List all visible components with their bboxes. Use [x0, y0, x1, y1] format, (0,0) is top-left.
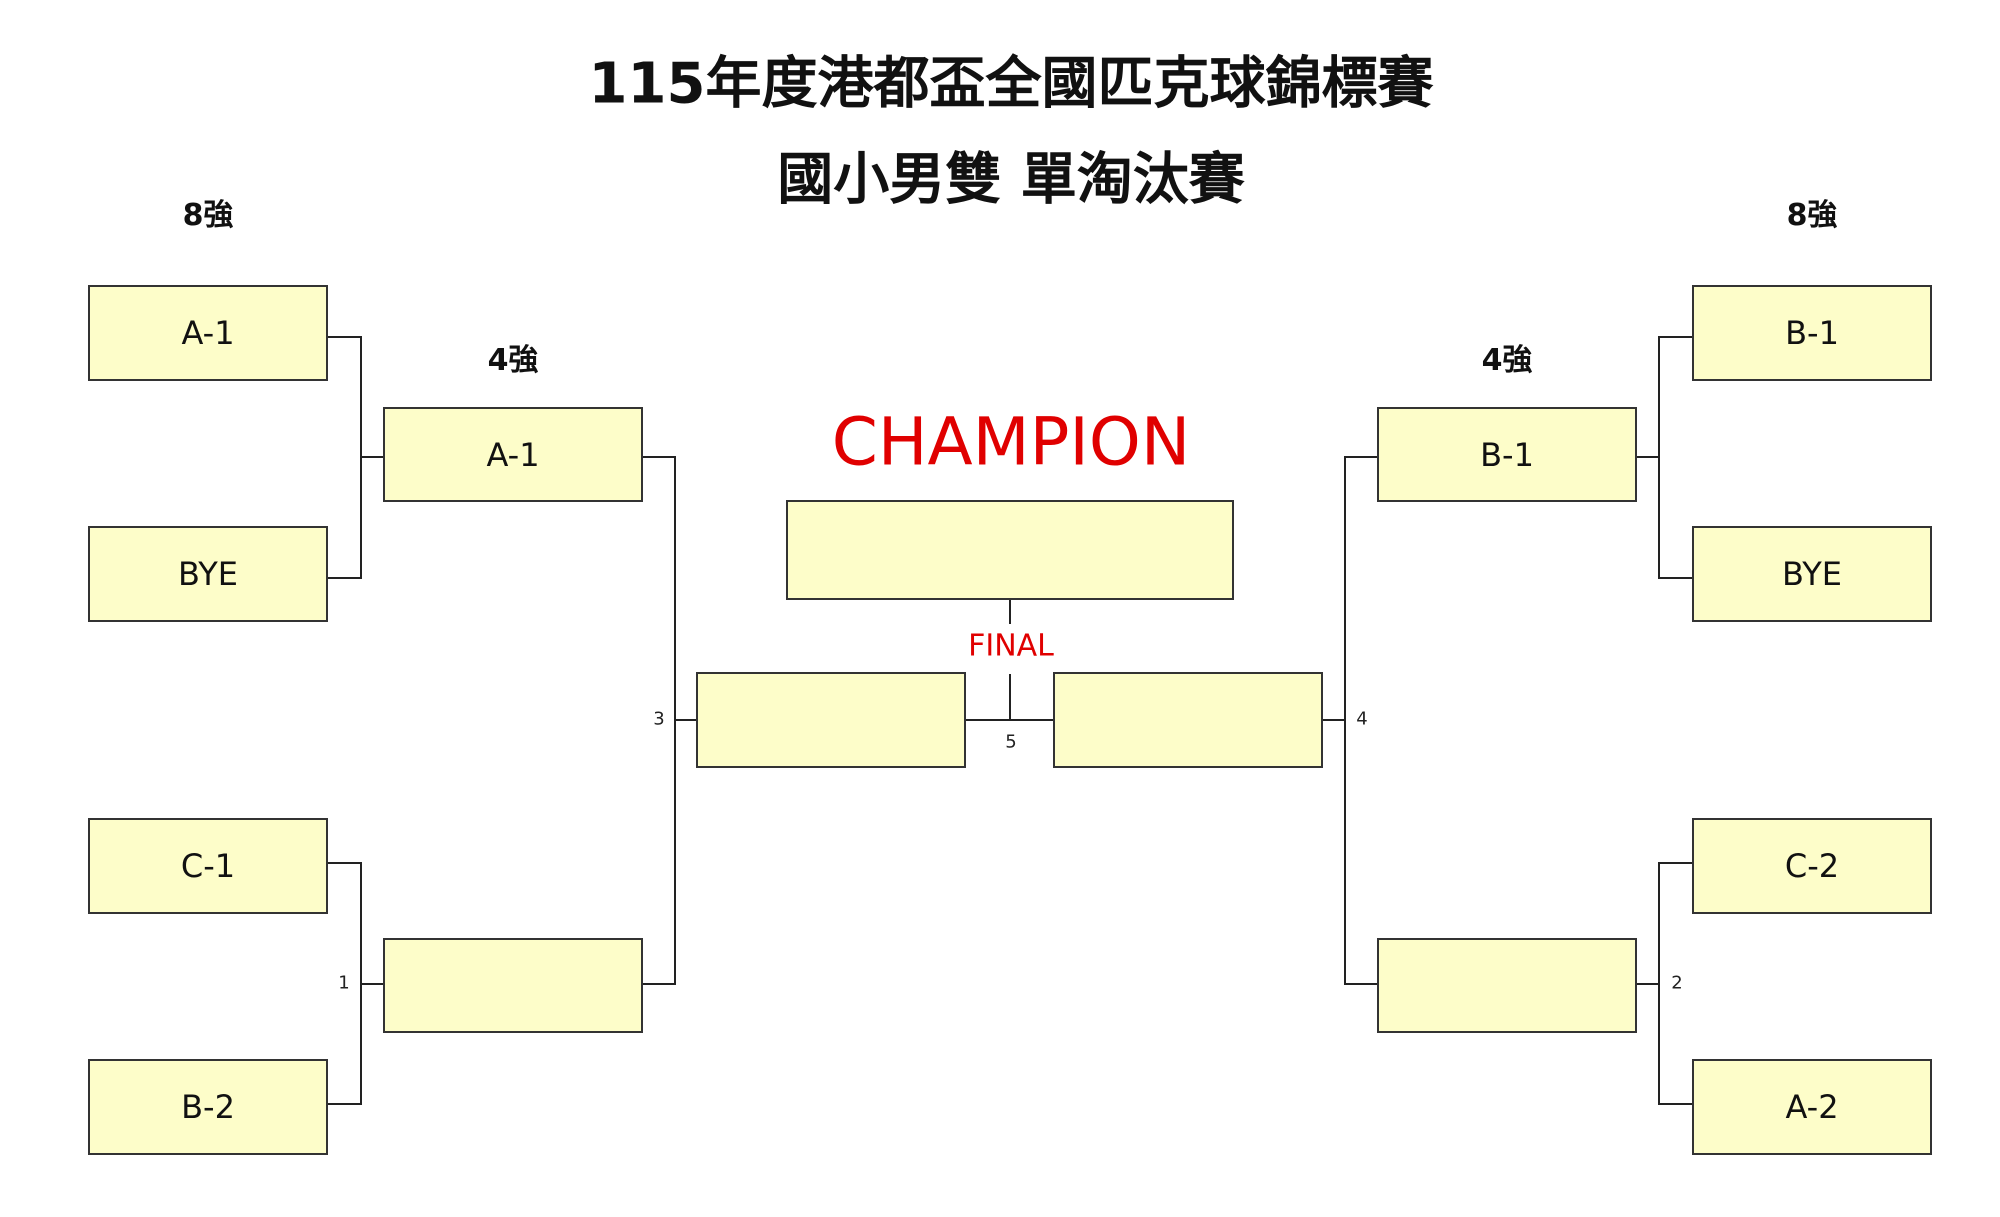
connector-line — [1637, 983, 1660, 985]
right-r8-slot-4[interactable]: A-2 — [1692, 1059, 1932, 1155]
match-number-4: 4 — [1356, 708, 1368, 730]
match-number-1: 1 — [338, 972, 350, 994]
connector-line — [966, 719, 1053, 721]
left-r8-slot-4[interactable]: B-2 — [88, 1059, 328, 1155]
connector-line — [360, 983, 383, 985]
right-r8-slot-2[interactable]: BYE — [1692, 526, 1932, 622]
champion-label: CHAMPION — [831, 403, 1191, 481]
match-number-2: 2 — [1671, 972, 1683, 994]
connector-line — [643, 983, 676, 985]
left-round-of-8-label: 8強 — [182, 198, 234, 233]
right-semi-slot[interactable] — [1053, 672, 1323, 768]
connector-line — [1009, 600, 1011, 624]
connector-line — [1344, 456, 1346, 985]
connector-line — [1344, 983, 1377, 985]
title-line-1: 115年度港都盃全國匹克球錦標賽 — [588, 51, 1434, 117]
connector-line — [1658, 862, 1692, 864]
connector-line — [1658, 336, 1692, 338]
connector-line — [328, 1103, 362, 1105]
title-line-2: 國小男雙 單淘汰賽 — [777, 147, 1245, 213]
connector-line — [1344, 456, 1377, 458]
match-number-5: 5 — [1005, 731, 1017, 753]
left-semi-slot[interactable] — [696, 672, 966, 768]
right-round-of-4-label: 4強 — [1481, 343, 1533, 378]
connector-line — [643, 456, 676, 458]
match-number-3: 3 — [653, 708, 665, 730]
champion-slot[interactable] — [786, 500, 1234, 600]
right-r4-slot-2[interactable] — [1377, 938, 1637, 1033]
connector-line — [674, 719, 696, 721]
left-r4-slot-2[interactable] — [383, 938, 643, 1033]
right-r4-slot-1[interactable]: B-1 — [1377, 407, 1637, 502]
connector-line — [1323, 719, 1345, 721]
left-r8-slot-3[interactable]: C-1 — [88, 818, 328, 914]
connector-line — [1009, 674, 1011, 720]
connector-line — [1658, 1103, 1692, 1105]
connector-line — [1658, 577, 1692, 579]
left-round-of-4-label: 4強 — [487, 343, 539, 378]
connector-line — [328, 336, 362, 338]
left-r8-slot-2[interactable]: BYE — [88, 526, 328, 622]
final-label: FINAL — [968, 628, 1054, 664]
right-r8-slot-1[interactable]: B-1 — [1692, 285, 1932, 381]
right-round-of-8-label: 8強 — [1786, 198, 1838, 233]
connector-line — [360, 456, 383, 458]
left-r4-slot-1[interactable]: A-1 — [383, 407, 643, 502]
connector-line — [1637, 456, 1660, 458]
right-r8-slot-3[interactable]: C-2 — [1692, 818, 1932, 914]
connector-line — [328, 577, 362, 579]
connector-line — [328, 862, 362, 864]
left-r8-slot-1[interactable]: A-1 — [88, 285, 328, 381]
